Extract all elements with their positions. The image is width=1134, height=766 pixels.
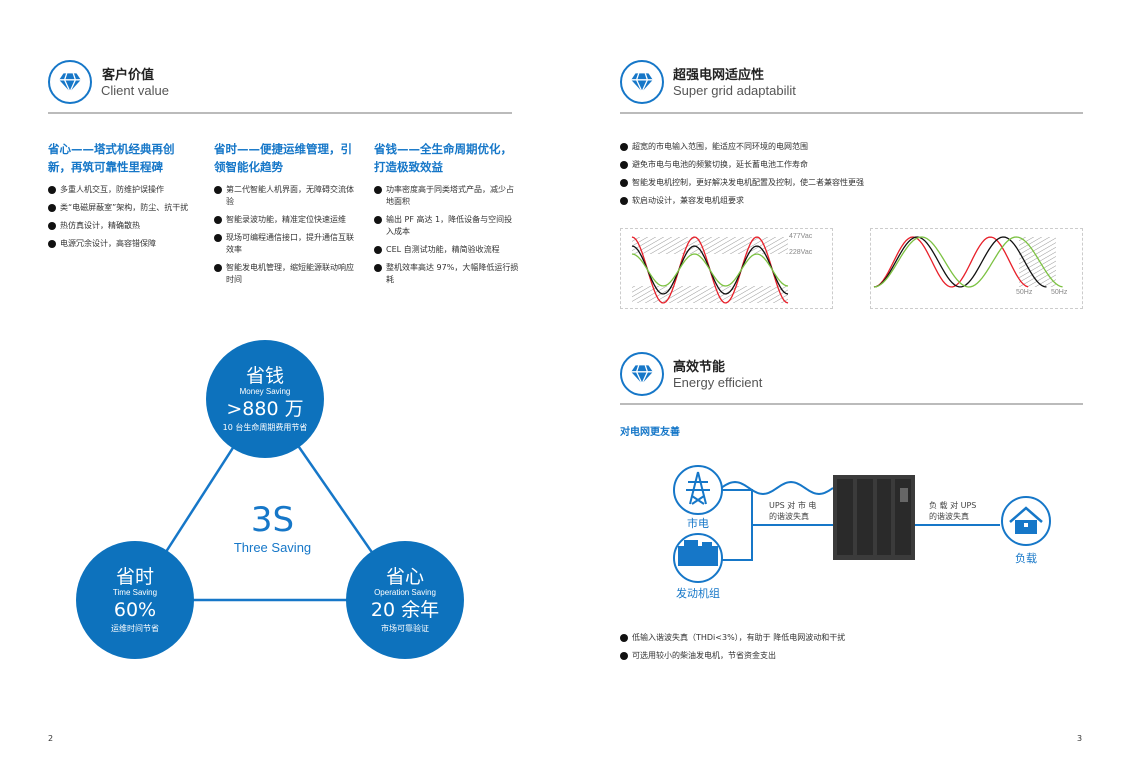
list-item: CEL 自测试功能，精简验收流程 bbox=[374, 244, 519, 256]
frequency-label-2: 50Hz bbox=[1051, 289, 1068, 296]
list-item: 避免市电与电池的频繁切换，延长蓄电池工作寿命 bbox=[620, 159, 864, 171]
list-item: 热仿真设计，精确散热 bbox=[48, 220, 193, 232]
page-number: 3 bbox=[1077, 734, 1083, 743]
section-title: 客户价值 bbox=[102, 68, 155, 83]
grid-feature-list: 超宽的市电输入范围，能适应不同环境的电网范围 避免市电与电池的频繁切换，延长蓄电… bbox=[620, 141, 864, 213]
section-subtitle: Energy efficient bbox=[673, 375, 763, 390]
center-title: 3S bbox=[250, 500, 295, 540]
energy-feature-list: 低输入谐波失真（THDi<3%），有助于 降低电网波动和干扰 可选用较小的柴油发… bbox=[620, 632, 845, 668]
list-item: 类“电磁屏蔽室”架构，防尘、抗干扰 bbox=[48, 202, 193, 214]
diamond-icon bbox=[48, 60, 92, 104]
list-item: 电源冗余设计，高容错保障 bbox=[48, 238, 193, 250]
circle-value: 20 余年 bbox=[370, 599, 440, 621]
operation-saving-circle: 省心 Operation Saving 20 余年 市场可靠验证 bbox=[346, 541, 464, 659]
column-time: 省时——便捷运维管理，引领智能化趋势 第二代智能人机界面，无障碍交流体验 智能录… bbox=[214, 140, 359, 292]
list-item: 智能录波功能，精准定位快速运维 bbox=[214, 214, 359, 226]
transmission-tower-icon bbox=[686, 471, 710, 505]
list-item: 软启动设计，兼容发电机组要求 bbox=[620, 195, 864, 207]
diamond-icon bbox=[620, 352, 664, 396]
load-to-ups-label: 负 载 对 UPS 的谐波失真 bbox=[929, 501, 977, 521]
divider bbox=[48, 112, 512, 114]
list-item: 超宽的市电输入范围，能适应不同环境的电网范围 bbox=[620, 141, 864, 153]
ups-to-mains-label: UPS 对 市 电 的谐波失真 bbox=[769, 501, 817, 521]
list-item: 智能发电机管理，缩短能源联动响应时间 bbox=[214, 262, 359, 286]
column-heading: 省钱——全生命周期优化，打造极致效益 bbox=[374, 142, 512, 174]
power-flow-diagram bbox=[673, 465, 1051, 583]
center-subtitle: Three Saving bbox=[233, 540, 312, 555]
column-peace-of-mind: 省心——塔式机经典再创新，再筑可靠性里程碑 多重人机交互，防维护误操作 类“电磁… bbox=[48, 140, 193, 256]
divider bbox=[620, 403, 1083, 405]
list-item: 可选用较小的柴油发电机，节省资金支出 bbox=[620, 650, 845, 662]
house-icon bbox=[1009, 506, 1043, 534]
section-title: 超强电网适应性 bbox=[673, 68, 765, 83]
section-title: 高效节能 bbox=[673, 360, 726, 375]
section-subtitle: Super grid adaptabilit bbox=[673, 83, 796, 98]
circle-desc: 运维时间节省 bbox=[111, 624, 159, 633]
circle-en: Time Saving bbox=[112, 588, 158, 597]
voltage-range-figure: 477Vac 228Vac bbox=[620, 228, 833, 309]
ups-cabinet bbox=[833, 475, 915, 560]
three-saving-center: 3S Three Saving bbox=[200, 500, 345, 555]
time-saving-circle: 省时 Time Saving 60% 运维时间节省 bbox=[76, 541, 194, 659]
circle-value: >880 万 bbox=[226, 398, 304, 420]
circle-value: 60% bbox=[113, 599, 157, 621]
voltage-label-low: 228Vac bbox=[789, 249, 813, 256]
diamond-icon bbox=[620, 60, 664, 104]
generator-icon bbox=[678, 540, 718, 566]
money-saving-circle: 省钱 Money Saving >880 万 10 台生命周期费用节省 bbox=[206, 340, 324, 458]
list-item: 多重人机交互，防维护误操作 bbox=[48, 184, 193, 196]
list-item: 输出 PF 高达 1，降低设备与空间投入成本 bbox=[374, 214, 519, 238]
freq-black bbox=[873, 236, 1047, 288]
list-item: 功率密度高于同类塔式产品，减少占地面积 bbox=[374, 184, 519, 208]
subheading: 对电网更友善 bbox=[620, 427, 680, 438]
circle-en: Operation Saving bbox=[374, 588, 436, 597]
circle-desc: 10 台生命周期费用节省 bbox=[222, 423, 308, 432]
circle-en: Money Saving bbox=[239, 387, 291, 396]
mains-label: 市电 bbox=[687, 517, 709, 530]
divider bbox=[620, 112, 1083, 114]
list-item: 现场可编程通信接口，提升通信互联效率 bbox=[214, 232, 359, 256]
wave-green bbox=[631, 253, 789, 287]
load-label: 负载 bbox=[1015, 552, 1037, 565]
list-item: 智能发电机控制，更好解决发电机配置及控制，使二者兼容性更强 bbox=[620, 177, 864, 189]
section-subtitle: Client value bbox=[101, 83, 169, 98]
column-heading: 省心——塔式机经典再创新，再筑可靠性里程碑 bbox=[48, 142, 175, 174]
list-item: 低输入谐波失真（THDi<3%），有助于 降低电网波动和干扰 bbox=[620, 632, 845, 644]
freq-green bbox=[873, 236, 1063, 288]
list-item: 第二代智能人机界面，无障碍交流体验 bbox=[214, 184, 359, 208]
list-item: 整机效率高达 97%，大幅降低运行损耗 bbox=[374, 262, 519, 286]
voltage-label-high: 477Vac bbox=[789, 233, 813, 240]
generator-label: 发动机组 bbox=[676, 587, 720, 600]
page-number: 2 bbox=[48, 734, 54, 743]
column-money: 省钱——全生命周期优化，打造极致效益 功率密度高于同类塔式产品，减少占地面积 输… bbox=[374, 140, 519, 292]
frequency-range-figure: 50Hz 50Hz bbox=[870, 228, 1083, 309]
circle-desc: 市场可靠验证 bbox=[381, 624, 429, 633]
circle-cn: 省时 bbox=[115, 566, 154, 588]
column-heading: 省时——便捷运维管理，引领智能化趋势 bbox=[214, 142, 352, 174]
circle-cn: 省心 bbox=[385, 566, 424, 588]
circle-cn: 省钱 bbox=[245, 365, 284, 387]
frequency-label-1: 50Hz bbox=[1016, 289, 1033, 296]
